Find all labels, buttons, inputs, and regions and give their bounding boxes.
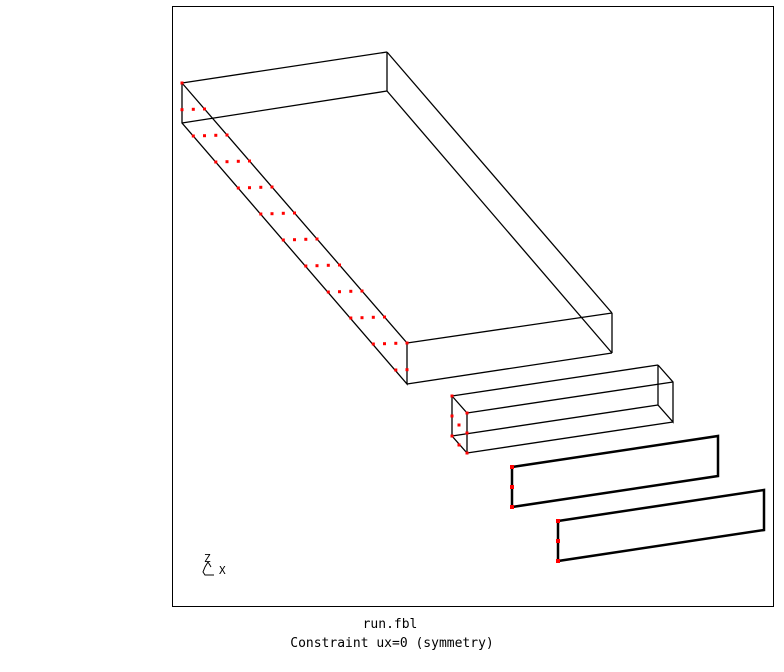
constraint-node bbox=[281, 238, 285, 242]
plate-1-outline bbox=[510, 434, 720, 509]
constraint-node bbox=[248, 186, 251, 190]
constraint-node bbox=[270, 212, 274, 216]
constraint-node bbox=[203, 134, 206, 138]
constraint-node bbox=[360, 289, 364, 293]
constraint-node bbox=[180, 108, 184, 112]
slab-edge-bottom-front bbox=[406, 352, 613, 385]
constraint-node bbox=[293, 238, 296, 242]
slab-edge-top-front bbox=[406, 312, 613, 344]
large-slab[interactable] bbox=[181, 51, 613, 386]
constraint-node bbox=[371, 342, 375, 346]
constraint-node bbox=[326, 290, 330, 294]
constraint-node bbox=[225, 160, 229, 164]
constraint-node bbox=[248, 159, 251, 163]
constraint-node bbox=[214, 133, 218, 137]
slab-edge-bottom-back bbox=[181, 90, 388, 124]
constraint-node bbox=[180, 81, 184, 85]
graphics-viewport[interactable] bbox=[172, 6, 774, 607]
constraint-node bbox=[259, 185, 263, 189]
constraint-node bbox=[259, 212, 263, 216]
constraint-node bbox=[349, 316, 353, 320]
block-edge-b bbox=[466, 381, 674, 414]
slab-edge-top-right bbox=[386, 51, 613, 314]
constraint-node bbox=[394, 368, 398, 372]
plate-2-constraint-nodes bbox=[556, 519, 560, 563]
block-right-face bbox=[657, 364, 674, 424]
constraint-caption: Constraint ux=0 (symmetry) bbox=[290, 636, 494, 651]
constraint-node bbox=[225, 133, 229, 137]
slab-edge-left-face bbox=[181, 82, 408, 386]
constraint-node bbox=[338, 290, 341, 294]
constraint-node bbox=[405, 368, 409, 372]
block-edge-d bbox=[466, 421, 674, 454]
constraint-node bbox=[383, 342, 386, 346]
constraint-node bbox=[360, 316, 364, 320]
plate-1-constraint-nodes bbox=[510, 465, 514, 509]
constraint-node bbox=[338, 263, 341, 267]
constraint-node bbox=[281, 211, 285, 215]
constraint-node bbox=[349, 289, 353, 293]
constraint-node bbox=[383, 315, 386, 319]
constraint-node bbox=[191, 107, 195, 111]
constraint-node bbox=[293, 211, 296, 215]
constraint-node bbox=[236, 159, 240, 163]
constraint-node bbox=[203, 107, 206, 111]
constraint-node bbox=[371, 315, 375, 319]
slab-constraint-nodes bbox=[180, 81, 409, 372]
block-edge-c bbox=[451, 404, 659, 437]
block-constraint-nodes bbox=[450, 394, 469, 455]
slab-edge-top-back bbox=[181, 51, 388, 84]
triad-axes-icon bbox=[202, 561, 214, 576]
plate-2-outline bbox=[556, 488, 766, 563]
coordinate-triad: Z X bbox=[202, 552, 226, 577]
constraint-node bbox=[315, 237, 319, 241]
flat-plate-1[interactable] bbox=[510, 434, 720, 509]
constraint-node bbox=[270, 185, 274, 189]
flat-plate-2[interactable] bbox=[556, 488, 766, 563]
constraint-node bbox=[236, 186, 240, 190]
block-edge-a bbox=[451, 364, 659, 397]
triad-x-label: X bbox=[219, 564, 226, 577]
triad-z-label: Z bbox=[204, 552, 211, 565]
constraint-node bbox=[394, 341, 398, 345]
constraint-node bbox=[405, 341, 409, 345]
constraint-node bbox=[214, 160, 218, 164]
medium-block[interactable] bbox=[451, 364, 674, 455]
slab-edge-bottom-right bbox=[386, 90, 613, 354]
constraint-node bbox=[191, 134, 195, 138]
constraint-node bbox=[304, 237, 308, 241]
file-name-caption: run.fbl bbox=[362, 617, 418, 632]
constraint-node bbox=[315, 264, 319, 268]
constraint-node bbox=[326, 263, 330, 267]
constraint-node bbox=[304, 264, 308, 268]
